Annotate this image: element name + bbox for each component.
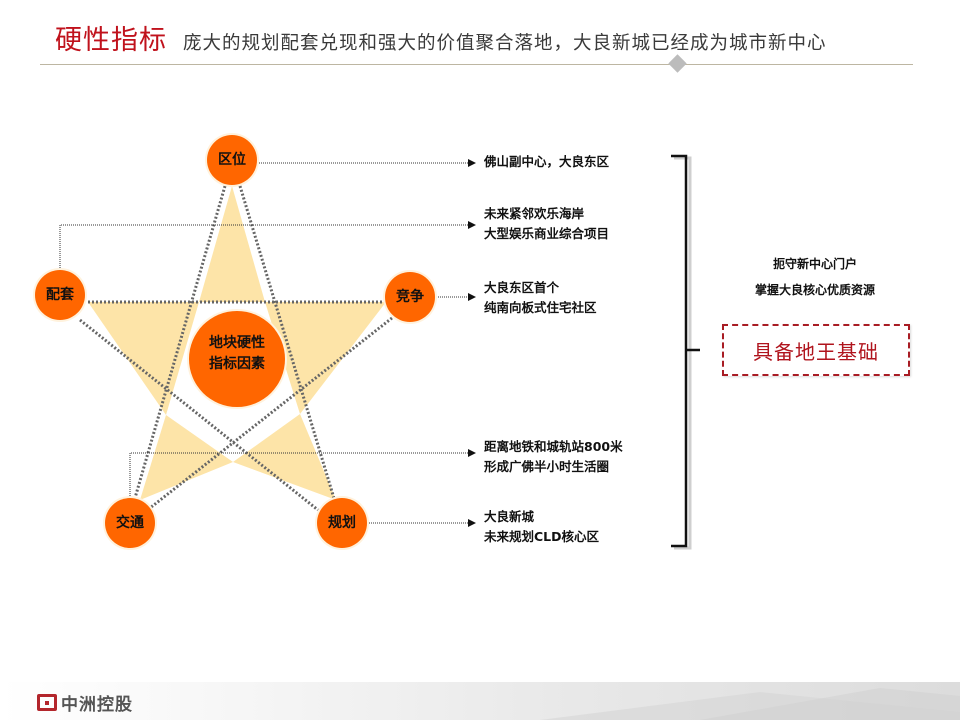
slide-title: 硬性指标 [55, 25, 167, 56]
description-line: 佛山副中心，大良东区 [484, 154, 610, 169]
description-line: 大良新城 [484, 509, 535, 524]
description-competition: 大良东区首个 纯南向板式住宅社区 [484, 278, 597, 318]
slide-header: 硬性指标 庞大的规划配套兑现和强大的价值聚合落地，大良新城已经成为城市新中心 [55, 18, 827, 58]
description-transport: 距离地铁和城轨站800米 形成广佛半小时生活圈 [484, 437, 623, 477]
footer-decoration [540, 688, 960, 720]
node-facilities: 配套 [35, 270, 85, 320]
node-transport: 交通 [105, 498, 155, 548]
description-line: 大良东区首个 [484, 280, 560, 295]
node-label: 规划 [328, 515, 356, 531]
node-label: 交通 [116, 515, 144, 531]
center-label-line1: 地块硬性 [209, 335, 265, 351]
node-planning: 规划 [317, 498, 367, 548]
bracket [671, 154, 700, 550]
summary-line2: 掌握大良核心优质资源 [754, 283, 875, 297]
connector-lines [59, 162, 468, 524]
node-label: 区位 [218, 152, 246, 168]
conclusion-box: 具备地王基础 [722, 324, 910, 376]
node-competition: 竞争 [385, 272, 435, 322]
description-planning: 大良新城 未来规划CLD核心区 [484, 507, 599, 547]
star-outline [79, 185, 393, 512]
description-line: 未来紧邻欢乐海岸 [484, 206, 585, 221]
summary-line1: 扼守新中心门户 [772, 257, 857, 271]
company-logo: 中洲控股 [37, 690, 133, 715]
node-label: 配套 [46, 287, 74, 303]
star-fill [88, 186, 386, 500]
header-divider [40, 64, 913, 65]
center-node: 地块硬性 指标因素 [189, 311, 285, 407]
logo-text: 中洲控股 [61, 695, 133, 715]
description-line: 大型娱乐商业综合项目 [484, 226, 610, 241]
arrowheads [468, 159, 476, 527]
conclusion-text: 具备地王基础 [753, 339, 879, 364]
center-label-line2: 指标因素 [209, 356, 265, 372]
description-facilities: 未来紧邻欢乐海岸 大型娱乐商业综合项目 [484, 204, 609, 244]
node-location: 区位 [207, 135, 257, 185]
description-line: 纯南向板式住宅社区 [484, 300, 597, 315]
logo-mark-icon [37, 694, 57, 711]
description-line: 距离地铁和城轨站800米 [484, 439, 623, 454]
slide-subtitle: 庞大的规划配套兑现和强大的价值聚合落地，大良新城已经成为城市新中心 [183, 33, 827, 54]
description-line: 形成广佛半小时生活圈 [484, 459, 610, 474]
description-location: 佛山副中心，大良东区 [484, 152, 609, 172]
description-line: 未来规划CLD核心区 [484, 529, 600, 544]
node-label: 竞争 [396, 289, 424, 305]
footer-band [0, 682, 960, 720]
